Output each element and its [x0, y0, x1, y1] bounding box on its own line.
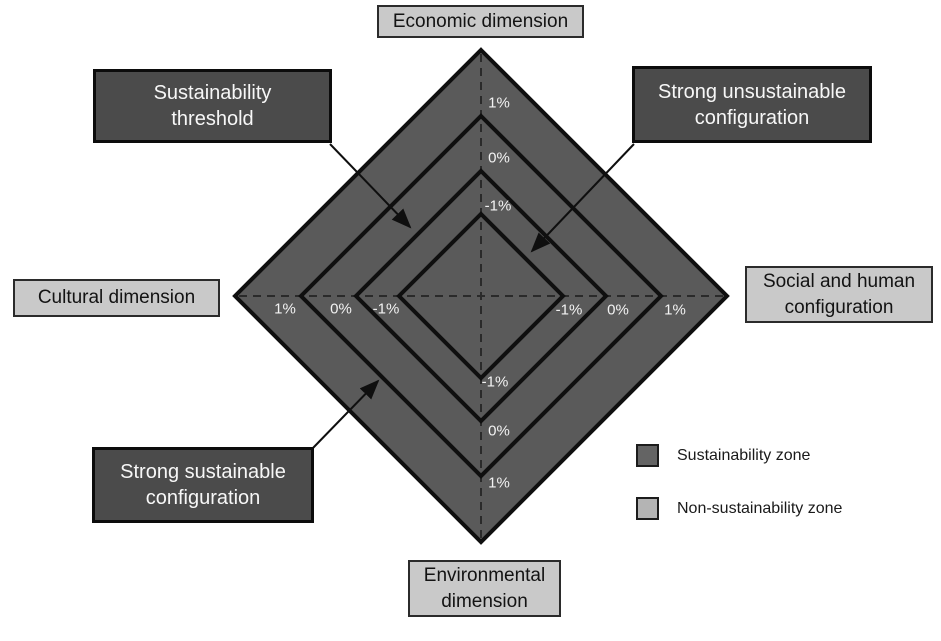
annotation-strong-sustainable: Strong sustainable configuration: [92, 447, 314, 523]
ring-0pct: [353, 168, 609, 424]
tick-label: -1%: [373, 301, 400, 318]
ring-minus1pct: [396, 211, 566, 381]
tick-label: 0%: [330, 301, 352, 318]
annotation-text: configuration: [145, 487, 261, 509]
annotation-text: configuration: [694, 106, 810, 129]
legend-label: Non-sustainability zone: [677, 499, 843, 517]
tick-label: 0%: [488, 423, 510, 440]
legend-item-sustainability-zone: Sustainability zone: [636, 444, 810, 467]
tick-label: 1%: [274, 301, 296, 318]
tick-label: -1%: [482, 374, 509, 391]
axis-label-cultural: Cultural dimension: [13, 279, 220, 317]
annotation-text: Strong sustainable: [120, 461, 286, 483]
annotation-text: Strong unsustainable: [658, 80, 846, 103]
tick-label: -1%: [556, 302, 583, 319]
annotation-text: threshold: [171, 108, 254, 130]
ring-outer: [232, 47, 730, 545]
axis-label-text: dimension: [441, 590, 528, 612]
axis-label-text: Social and human: [762, 271, 916, 293]
ring-1pct: [298, 113, 664, 479]
axis-label-text: Environmental: [423, 565, 546, 587]
tick-label: -1%: [485, 198, 512, 215]
sustainable-arrow: [311, 379, 380, 450]
annotation-strong-unsustainable: Strong unsustainable configuration: [632, 66, 872, 143]
tick-label: 0%: [607, 302, 629, 319]
threshold-arrow: [329, 143, 412, 229]
axis-label-text: configuration: [784, 296, 894, 318]
tick-label: 1%: [664, 302, 686, 319]
legend-item-non-sustainability-zone: Non-sustainability zone: [636, 497, 842, 520]
annotation-text: Sustainability: [153, 82, 272, 104]
tick-label: 0%: [488, 150, 510, 167]
annotation-sustainability-threshold: Sustainability threshold: [93, 69, 332, 143]
tick-label: 1%: [488, 475, 510, 492]
legend-swatch-dark: [636, 444, 659, 467]
axis-label-environmental: Environmental dimension: [408, 560, 561, 617]
unsustainable-arrow: [530, 143, 635, 253]
tick-label: 1%: [488, 95, 510, 112]
legend-label: Sustainability zone: [677, 446, 811, 464]
axis-label-social: Social and human configuration: [745, 266, 933, 323]
axis-label-economic: Economic dimension: [377, 5, 584, 38]
axis-label-text: Economic dimension: [392, 10, 569, 32]
legend-swatch-light: [636, 497, 659, 520]
axis-label-text: Cultural dimension: [37, 287, 196, 309]
